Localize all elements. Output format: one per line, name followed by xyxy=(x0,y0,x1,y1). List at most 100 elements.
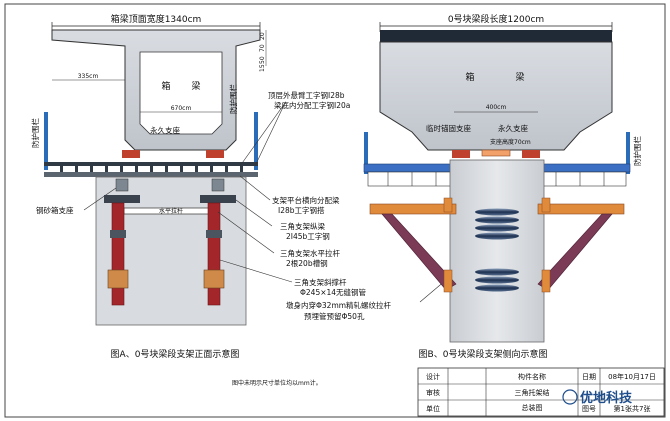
note-top-2: 梁底内分配工字钢I20a xyxy=(274,100,350,110)
platform-distribution-beam xyxy=(44,172,258,177)
column-plate-right xyxy=(206,230,222,238)
tb-check: 审核 xyxy=(426,388,440,397)
vdim-1: 20 xyxy=(259,32,266,40)
length-label: 0号块梁段长度1200cm xyxy=(448,13,544,25)
dim-left-label: 335cm xyxy=(78,73,99,80)
leader-line xyxy=(219,259,293,283)
tb-unit: 单位 xyxy=(426,404,440,413)
permanent-bearing-side xyxy=(481,149,511,157)
box-label-2: 梁 xyxy=(191,80,200,92)
vdim-3: 50 xyxy=(259,56,266,64)
tb-date-value: 08年10月17日 xyxy=(608,372,656,381)
note-diag-2: Φ245×14无缝钢管 xyxy=(300,287,367,297)
tb-sheet-info: 第1张共7张 xyxy=(614,404,651,413)
permanent-bearing-label: 永久支座 xyxy=(150,125,180,135)
side-view: 0号块梁段长度1200cm 箱 梁 400cm 临时锚固支座 永久支座 支座高度… xyxy=(363,13,642,360)
sandbox-bearing-right xyxy=(211,178,225,192)
guardrail-right-label: 防护围栏 xyxy=(228,84,238,114)
leader-line xyxy=(235,199,273,227)
top-width-label: 箱梁顶面宽度1340cm xyxy=(111,13,202,25)
side-girder-body xyxy=(379,41,613,151)
tb-date-label: 日期 xyxy=(582,373,596,381)
watermark-logo-icon xyxy=(562,389,578,405)
title-block: 设计 审核 单位 构件名称 三角托架结 总装图 日期 08年10月17日 图号 … xyxy=(417,367,665,417)
vdim-4: 15 xyxy=(259,64,266,72)
side-box-label-1: 箱 xyxy=(465,71,474,83)
annotations: 顶层外悬臂工字钢I28b 梁底内分配工字钢I20a 支架平台横向分配梁 I28b… xyxy=(217,90,447,321)
longitudinal-beam-left xyxy=(104,195,140,203)
box-label-1: 箱 xyxy=(161,80,170,92)
temp-bearing-label: 临时锚固支座 xyxy=(426,123,471,133)
temporary-bearing-left xyxy=(452,150,470,158)
pier-bearing-label: 钢砂箱支座 xyxy=(36,205,74,215)
note-hbrace-2: 2根20b槽钢 xyxy=(286,258,328,268)
bracket-top-beam-left xyxy=(369,203,457,215)
threaded-rod-group-upper xyxy=(475,208,519,240)
anchor-plate-left xyxy=(107,269,129,289)
longitudinal-beam-right xyxy=(200,195,236,203)
note-longbeam-2: 2I45b工字钢 xyxy=(286,231,330,241)
anchor-bolt xyxy=(541,197,551,213)
cross-beam-top xyxy=(44,162,258,166)
anchor-plate-right xyxy=(203,269,225,289)
front-view: 箱梁顶面宽度1340cm 箱 梁 335cm 670cm 20 70 50 15… xyxy=(30,13,267,360)
tb-drawing-no: 图号 xyxy=(582,405,596,413)
leader-line xyxy=(83,187,117,211)
tb-component-name: 构件名称 xyxy=(518,372,546,381)
leader-line xyxy=(217,211,275,254)
leader-line xyxy=(239,102,286,167)
left-guardrail-post xyxy=(44,112,48,170)
bracket-column-right xyxy=(207,202,221,306)
anchor-bolt xyxy=(443,197,453,213)
anchor-bolt xyxy=(443,269,453,293)
box-girder-void xyxy=(139,51,223,135)
note-platform-2: I28b工字钢搭 xyxy=(278,205,325,215)
tb-title-1: 三角托架结 xyxy=(515,388,550,397)
anchor-bolt xyxy=(541,269,551,293)
vdim-2: 70 xyxy=(259,44,266,52)
note-diag-1: 三角支架斜撑杆 xyxy=(294,277,347,287)
threaded-rod-group-lower xyxy=(475,268,519,292)
bracket-top-beam-right xyxy=(537,203,625,215)
note-rod-1: 墩身内穿Φ32mm精轧螺纹拉杆 xyxy=(286,300,392,310)
diagonal-strut-left xyxy=(381,213,457,291)
note-top-1: 顶层外悬臂工字钢I28b xyxy=(268,90,345,100)
leader-line xyxy=(254,102,286,167)
temporary-bearing-right xyxy=(522,150,540,158)
front-view-caption: 图A、0号块梁段支架正面示意图 xyxy=(111,348,240,360)
bearing-right xyxy=(206,150,224,158)
dim-inner-label: 670cm xyxy=(171,105,192,112)
side-guardrail-right xyxy=(626,132,630,174)
bearing-height-label: 支座高度70cm xyxy=(490,138,531,146)
side-guardrail-label: 防护围栏 xyxy=(632,136,642,166)
tb-design: 设计 xyxy=(426,372,440,381)
side-guardrail-left xyxy=(364,132,368,174)
bracket-column-left xyxy=(111,202,125,306)
sandbox-bearing-left xyxy=(115,178,129,192)
side-box-label-2: 梁 xyxy=(515,71,524,83)
guardrail-left-label: 防护围栏 xyxy=(30,118,40,148)
watermark-text: 优地科技 xyxy=(580,390,633,406)
dim-400-label: 400cm xyxy=(486,104,507,111)
leader-line xyxy=(239,175,271,201)
right-guardrail-post xyxy=(254,112,258,170)
bearing-left xyxy=(122,150,140,158)
watermark: 优地科技 xyxy=(562,389,633,406)
girder-top-slab xyxy=(380,30,612,42)
side-pier-body xyxy=(449,159,545,343)
footnote: 图中未明示尺寸单位均以mm计。 xyxy=(232,379,322,387)
tb-title-2: 总装图 xyxy=(522,403,543,412)
note-rod-2: 预埋管预留Φ50孔 xyxy=(304,311,365,321)
brace-small-label: 水平拉杆 xyxy=(159,207,183,215)
note-longbeam-1: 三角支架纵梁 xyxy=(280,221,325,231)
column-plate-left xyxy=(110,230,126,238)
sheet-border xyxy=(4,3,666,418)
i-beam-row xyxy=(60,166,243,172)
note-hbrace-1: 三角支架水平拉杆 xyxy=(280,248,340,258)
side-permanent-bearing-label: 永久支座 xyxy=(498,123,528,133)
diagonal-strut-right xyxy=(537,213,613,291)
side-view-caption: 图B、0号块梁段支架侧向示意图 xyxy=(419,348,548,360)
note-platform-1: 支架平台横向分配梁 xyxy=(272,195,340,205)
